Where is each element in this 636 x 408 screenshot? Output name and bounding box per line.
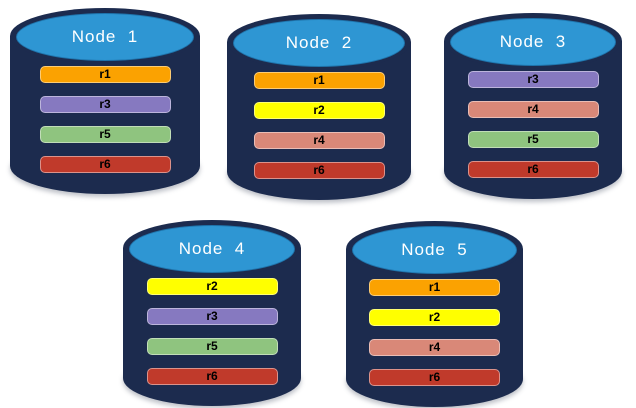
replica-bar: r1 bbox=[39, 66, 171, 83]
node-title: Node 1 bbox=[71, 27, 139, 46]
replica-bar: r5 bbox=[146, 338, 278, 355]
replica-bar-list: r2 r3 r5 r6 bbox=[123, 278, 301, 385]
replica-bar: r3 bbox=[146, 308, 278, 325]
node-5-cylinder: Node 5 r1 r2 r4 r6 bbox=[346, 221, 523, 407]
cylinder-top-face: Node 3 bbox=[450, 18, 616, 66]
replica-bar: r5 bbox=[467, 131, 599, 148]
replica-bar: r4 bbox=[253, 132, 385, 149]
replica-bar-list: r1 r2 r4 r6 bbox=[227, 72, 411, 179]
node-title: Node 4 bbox=[178, 239, 246, 258]
replica-bar: r1 bbox=[253, 72, 385, 89]
replica-bar: r4 bbox=[369, 339, 500, 356]
node-1-cylinder: Node 1 r1 r3 r5 r6 bbox=[10, 8, 200, 194]
replica-bar: r6 bbox=[253, 162, 385, 179]
replica-bar: r1 bbox=[369, 279, 500, 296]
replica-bar: r6 bbox=[467, 161, 599, 178]
replica-bar-list: r3 r4 r5 r6 bbox=[444, 71, 622, 178]
replica-bar: r3 bbox=[467, 71, 599, 88]
replica-bar: r6 bbox=[39, 156, 171, 173]
cylinder-top-face: Node 2 bbox=[233, 19, 405, 67]
cylinder-top-face: Node 4 bbox=[129, 225, 295, 273]
replica-bar: r4 bbox=[467, 101, 599, 118]
node-title: Node 2 bbox=[285, 33, 353, 52]
replica-bar: r2 bbox=[146, 278, 278, 295]
replica-bar-list: r1 r3 r5 r6 bbox=[10, 66, 200, 173]
cylinder-top-face: Node 1 bbox=[16, 13, 194, 61]
node-title: Node 5 bbox=[401, 240, 468, 259]
replica-bar: r6 bbox=[369, 369, 500, 386]
replica-bar-list: r1 r2 r4 r6 bbox=[346, 279, 523, 386]
replica-bar: r6 bbox=[146, 368, 278, 385]
node-3-cylinder: Node 3 r3 r4 r5 r6 bbox=[444, 13, 622, 199]
cylinder-top-face: Node 5 bbox=[352, 226, 517, 274]
replica-bar: r2 bbox=[369, 309, 500, 326]
node-2-cylinder: Node 2 r1 r2 r4 r6 bbox=[227, 14, 411, 200]
replica-bar: r3 bbox=[39, 96, 171, 113]
replica-bar: r2 bbox=[253, 102, 385, 119]
node-title: Node 3 bbox=[499, 32, 567, 51]
node-4-cylinder: Node 4 r2 r3 r5 r6 bbox=[123, 220, 301, 406]
replica-bar: r5 bbox=[39, 126, 171, 143]
